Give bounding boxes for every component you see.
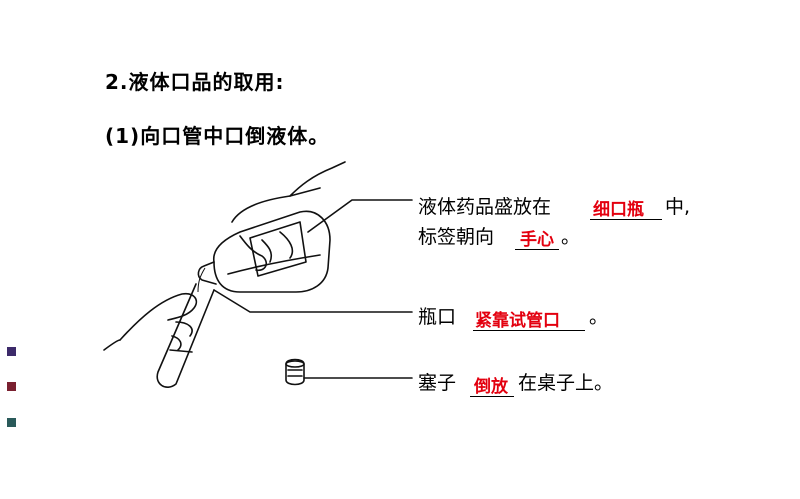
caption-line4-before: 塞子 <box>418 372 457 394</box>
caption-line1-before: 液体药品盛放在 <box>418 196 552 218</box>
bullet-square-1 <box>7 347 16 356</box>
section-title: 2.液体口品的取用: <box>105 70 285 94</box>
stopper <box>285 358 305 386</box>
blank-underline-3 <box>473 330 585 331</box>
caption-line3-after: 。 <box>589 306 609 328</box>
answer-mouth: 紧靠试管口 <box>475 311 560 331</box>
leader-line-1 <box>307 199 413 233</box>
answer-stopper: 倒放 <box>474 377 508 397</box>
answer-label-direction: 手心 <box>520 230 554 250</box>
caption-line2-after: 。 <box>561 226 581 248</box>
section-subtitle: (1)向口管中口倒液体。 <box>105 124 330 148</box>
caption-line4-after: 在桌子上。 <box>518 372 614 394</box>
left-arm <box>103 339 121 351</box>
right-hand <box>231 187 321 272</box>
bottle-body <box>213 210 331 293</box>
right-arm <box>289 161 346 197</box>
answer-bottle: 细口瓶 <box>593 200 644 220</box>
blank-underline-2 <box>515 249 559 250</box>
bullet-square-3 <box>7 418 16 427</box>
bottle-label <box>249 221 307 277</box>
blank-underline-1 <box>590 219 662 220</box>
leader-line-2 <box>213 289 413 313</box>
blank-underline-4 <box>470 396 514 397</box>
bullet-square-2 <box>7 382 16 391</box>
bottle-neck <box>197 261 217 285</box>
test-tube <box>156 283 215 388</box>
caption-line1-after: 中, <box>665 196 691 218</box>
caption-line3-before: 瓶口 <box>418 306 457 328</box>
caption-line2-before: 标签朝向 <box>418 226 495 248</box>
left-hand <box>119 292 198 351</box>
test-tube-liquid <box>169 349 193 353</box>
